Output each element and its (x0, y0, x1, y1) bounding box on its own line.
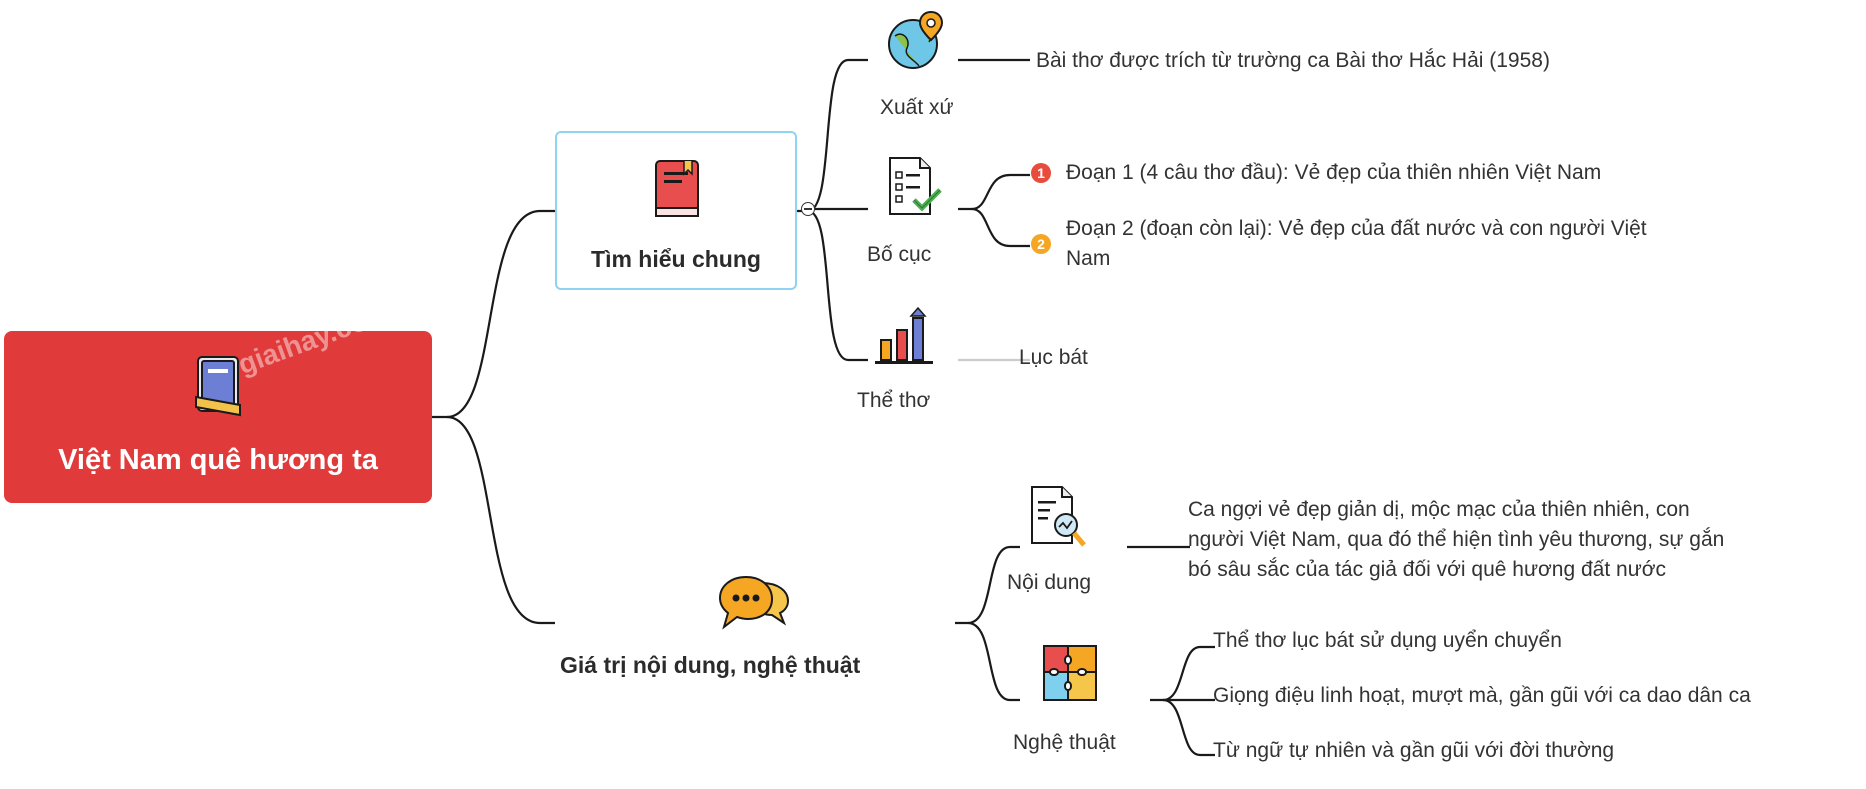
content-line-2: người Việt Nam, qua đó thể hiện tình yêu… (1188, 528, 1725, 551)
art-point-3: Từ ngữ tự nhiên và gần gũi với đời thườn… (1213, 739, 1615, 762)
art-split-1 (1150, 645, 1215, 702)
checklist-icon (889, 157, 942, 215)
badge-2: 2 (1031, 234, 1051, 254)
origin-label: Xuất xứ (880, 96, 954, 119)
layout-part-2: Đoạn 2 (đoạn còn lại): Vẻ đẹp của đất nư… (1066, 214, 1647, 274)
root-title: Việt Nam quê hương ta (58, 444, 378, 476)
root-to-general (432, 209, 555, 419)
layout-label: Bố cục (867, 243, 932, 266)
globe-pin-icon (888, 10, 944, 69)
root-to-value (446, 415, 555, 625)
art-split-3 (1162, 698, 1215, 757)
layout-part-2-line2: Nam (1066, 247, 1111, 270)
art-label: Nghệ thuật (1013, 731, 1116, 754)
notebook-icon (655, 160, 699, 217)
layout-split (958, 173, 1030, 211)
value-title: Giá trị nội dung, nghệ thuật (560, 652, 861, 678)
chat-bubbles-icon (718, 575, 790, 630)
bar-chart-icon (875, 306, 933, 364)
form-text: Lục bát (1019, 346, 1088, 369)
book-icon (195, 356, 241, 417)
value-to-art (967, 621, 1020, 702)
art-point-1: Thể thơ lục bát sử dụng uyển chuyển (1213, 629, 1562, 652)
root-node[interactable]: giaihay.com Việt Nam quê hương ta (4, 296, 432, 503)
puzzle-icon (1043, 645, 1097, 701)
general-to-form (807, 209, 868, 362)
content-label: Nội dung (1007, 571, 1092, 594)
content-line-3: bó sâu sắc của tác giả đối với quê hương… (1188, 558, 1667, 581)
value-to-content (955, 545, 1020, 625)
general-title: Tìm hiểu chung (591, 246, 761, 272)
form-label: Thể thơ (857, 389, 931, 412)
layout-part-2-line1: Đoạn 2 (đoạn còn lại): Vẻ đẹp của đất nư… (1066, 217, 1647, 240)
document-search-icon (1031, 486, 1086, 547)
origin-text: Bài thơ được trích từ trường ca Bài thơ … (1036, 49, 1550, 72)
content-line-1: Ca ngợi vẻ đẹp giản dị, mộc mạc của thiê… (1188, 498, 1690, 521)
art-point-2: Giọng điệu linh hoạt, mượt mà, gần gũi v… (1213, 684, 1751, 707)
general-to-origin (797, 58, 868, 213)
general-card[interactable]: Tìm hiểu chung (555, 131, 797, 290)
layout-part-1: Đoạn 1 (4 câu thơ đầu): Vẻ đẹp của thiên… (1066, 161, 1602, 184)
content-text: Ca ngợi vẻ đẹp giản dị, mộc mạc của thiê… (1188, 495, 1724, 585)
badge-1: 1 (1031, 163, 1051, 183)
collapse-toggle[interactable] (801, 202, 815, 216)
layout-split-2 (971, 207, 1030, 248)
